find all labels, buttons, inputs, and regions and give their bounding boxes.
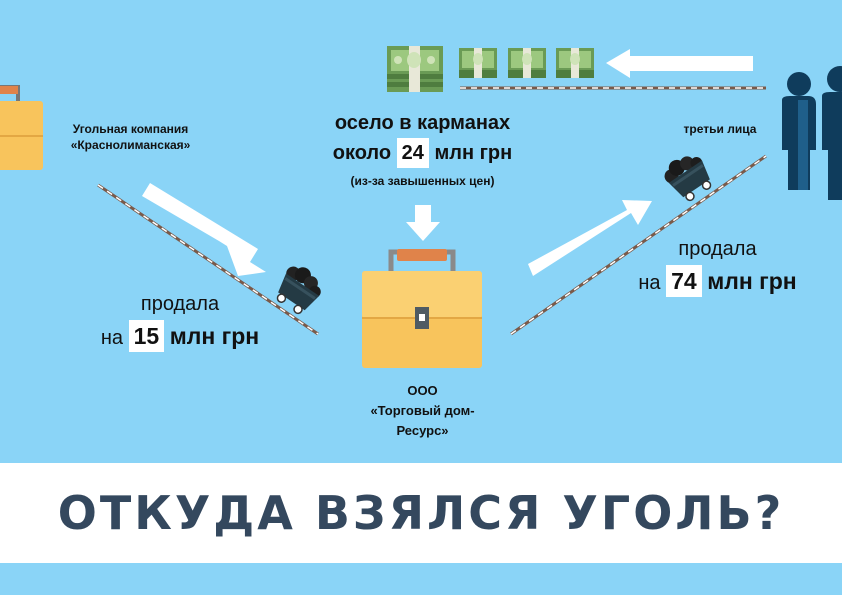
pocket-amount: 24 [396, 138, 429, 168]
pocket-line1: осело в карманах [334, 112, 511, 134]
sale-right-amount-line: на 74 млн грн [610, 265, 825, 299]
company-center-line2: «Торговый дом- [370, 403, 475, 418]
arrow-icon [406, 205, 440, 241]
track-right [510, 154, 767, 336]
money-stack-icon [459, 48, 497, 78]
third-party-label: третьи лица [683, 122, 757, 136]
company-center-line3: Ресурс» [396, 423, 449, 438]
arrow-icon [528, 200, 652, 276]
title-banner: ОТКУДА ВЗЯЛСЯ УГОЛЬ? [0, 463, 842, 563]
pocket-unit: млн грн [434, 142, 513, 164]
company-center-line1: ООО [407, 383, 438, 398]
sale-left-prefix: на [100, 327, 123, 349]
page-title: ОТКУДА ВЗЯЛСЯ УГОЛЬ? [57, 486, 785, 540]
sale-left-amount: 15 [128, 320, 165, 352]
pocket-note: (из-за завышенных цен) [350, 174, 495, 188]
sale-right-verb: продала [678, 238, 757, 260]
company-left-line1: Угольная компания [72, 122, 189, 136]
sale-left-unit: млн грн [169, 323, 260, 349]
sale-right-label: продала на 74 млн грн [610, 233, 825, 299]
company-left-label: Угольная компания «Краснолиманская» [38, 121, 223, 153]
company-center-label: ООО «Торговый дом- Ресурс» [330, 381, 515, 441]
pocket-prefix: около [332, 142, 392, 164]
money-stack-icon [556, 48, 594, 78]
sale-left-verb: продала [140, 293, 220, 315]
sale-right-unit: млн грн [707, 268, 797, 294]
briefcase-icon [362, 249, 482, 368]
people-icon [782, 66, 842, 200]
pocket-label: осело в карманах около 24 млн грн [300, 108, 545, 168]
sale-left-label: продала на 15 млн грн [70, 288, 290, 354]
money-stack-icon [387, 46, 443, 92]
arrow-icon [142, 183, 266, 276]
sale-right-amount: 74 [666, 265, 702, 297]
arrow-icon [606, 49, 753, 78]
money-stack-icon [508, 48, 546, 78]
track-left [97, 183, 319, 336]
pocket-line2: около 24 млн грн [300, 138, 545, 168]
sale-right-prefix: на [638, 272, 661, 294]
briefcase-icon [0, 85, 43, 170]
company-left-line2: «Краснолиманская» [70, 138, 191, 152]
sale-left-amount-line: на 15 млн грн [70, 320, 290, 354]
